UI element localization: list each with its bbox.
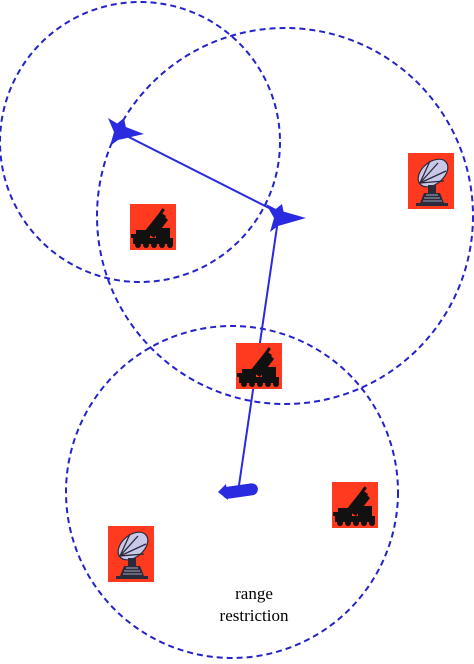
range-circle-top-left — [0, 1, 281, 283]
missile-launcher-icon — [332, 482, 378, 528]
radar-dish-icon — [108, 525, 154, 583]
caption-line-2: restriction — [220, 606, 289, 625]
radar-dish-icon — [408, 152, 454, 210]
caption-line-1: range — [235, 584, 273, 603]
range-circle-top-right — [96, 27, 474, 405]
range-circle-bottom — [65, 325, 399, 659]
missile-icon — [218, 483, 258, 500]
flight-path — [114, 129, 286, 493]
aircraft-icon — [266, 204, 306, 232]
aircraft-icon — [108, 118, 144, 146]
missile-launcher-icon — [236, 343, 282, 389]
missile-launcher-icon — [130, 204, 176, 250]
path-segment-1 — [114, 129, 286, 217]
